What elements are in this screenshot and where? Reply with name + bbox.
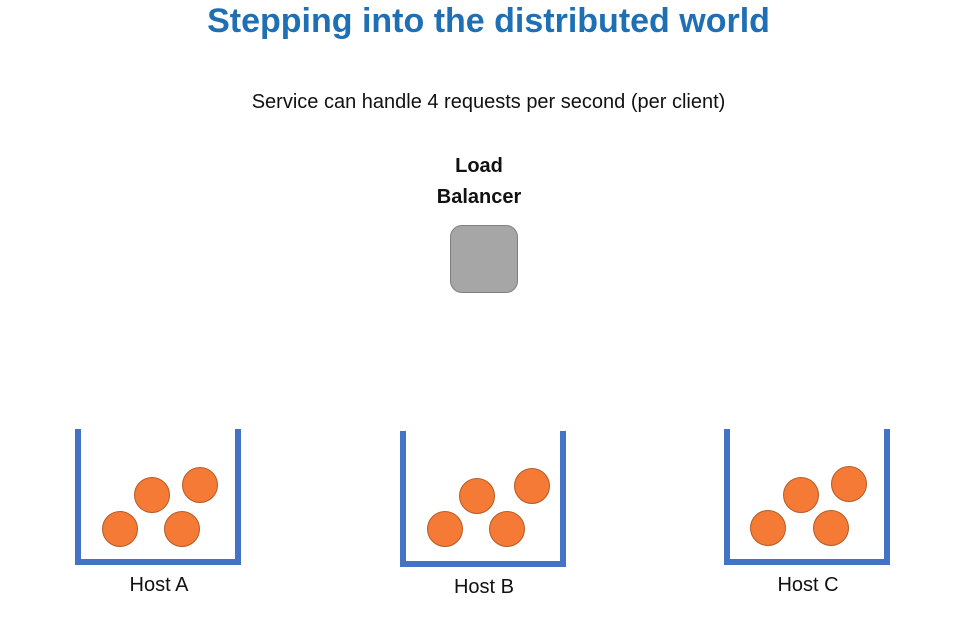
host-c-label: Host C xyxy=(777,574,839,596)
slide-title: Stepping into the distributed world xyxy=(207,2,770,40)
request-ball xyxy=(783,477,819,513)
request-ball xyxy=(813,510,849,546)
host-a-bucket xyxy=(75,429,241,565)
subtitle: Service can handle 4 requests per second… xyxy=(251,91,726,113)
host-b-label: Host B xyxy=(453,576,515,598)
request-ball xyxy=(750,510,786,546)
request-ball xyxy=(831,466,867,502)
load-balancer-label: Load Balancer xyxy=(404,151,554,213)
request-ball xyxy=(102,511,138,547)
load-balancer-box xyxy=(450,225,518,293)
request-ball xyxy=(164,511,200,547)
host-c: Host C xyxy=(724,429,892,596)
request-ball xyxy=(427,511,463,547)
request-ball xyxy=(459,478,495,514)
host-b: Host B xyxy=(400,431,568,598)
host-a-label: Host A xyxy=(129,574,189,596)
request-ball xyxy=(514,468,550,504)
load-balancer-label-line1: Load xyxy=(455,155,503,177)
load-balancer-label-line2: Balancer xyxy=(436,186,522,208)
host-b-bucket xyxy=(400,431,566,567)
host-a: Host A xyxy=(75,429,243,596)
request-ball xyxy=(489,511,525,547)
request-ball xyxy=(182,467,218,503)
request-ball xyxy=(134,477,170,513)
host-c-bucket xyxy=(724,429,890,565)
